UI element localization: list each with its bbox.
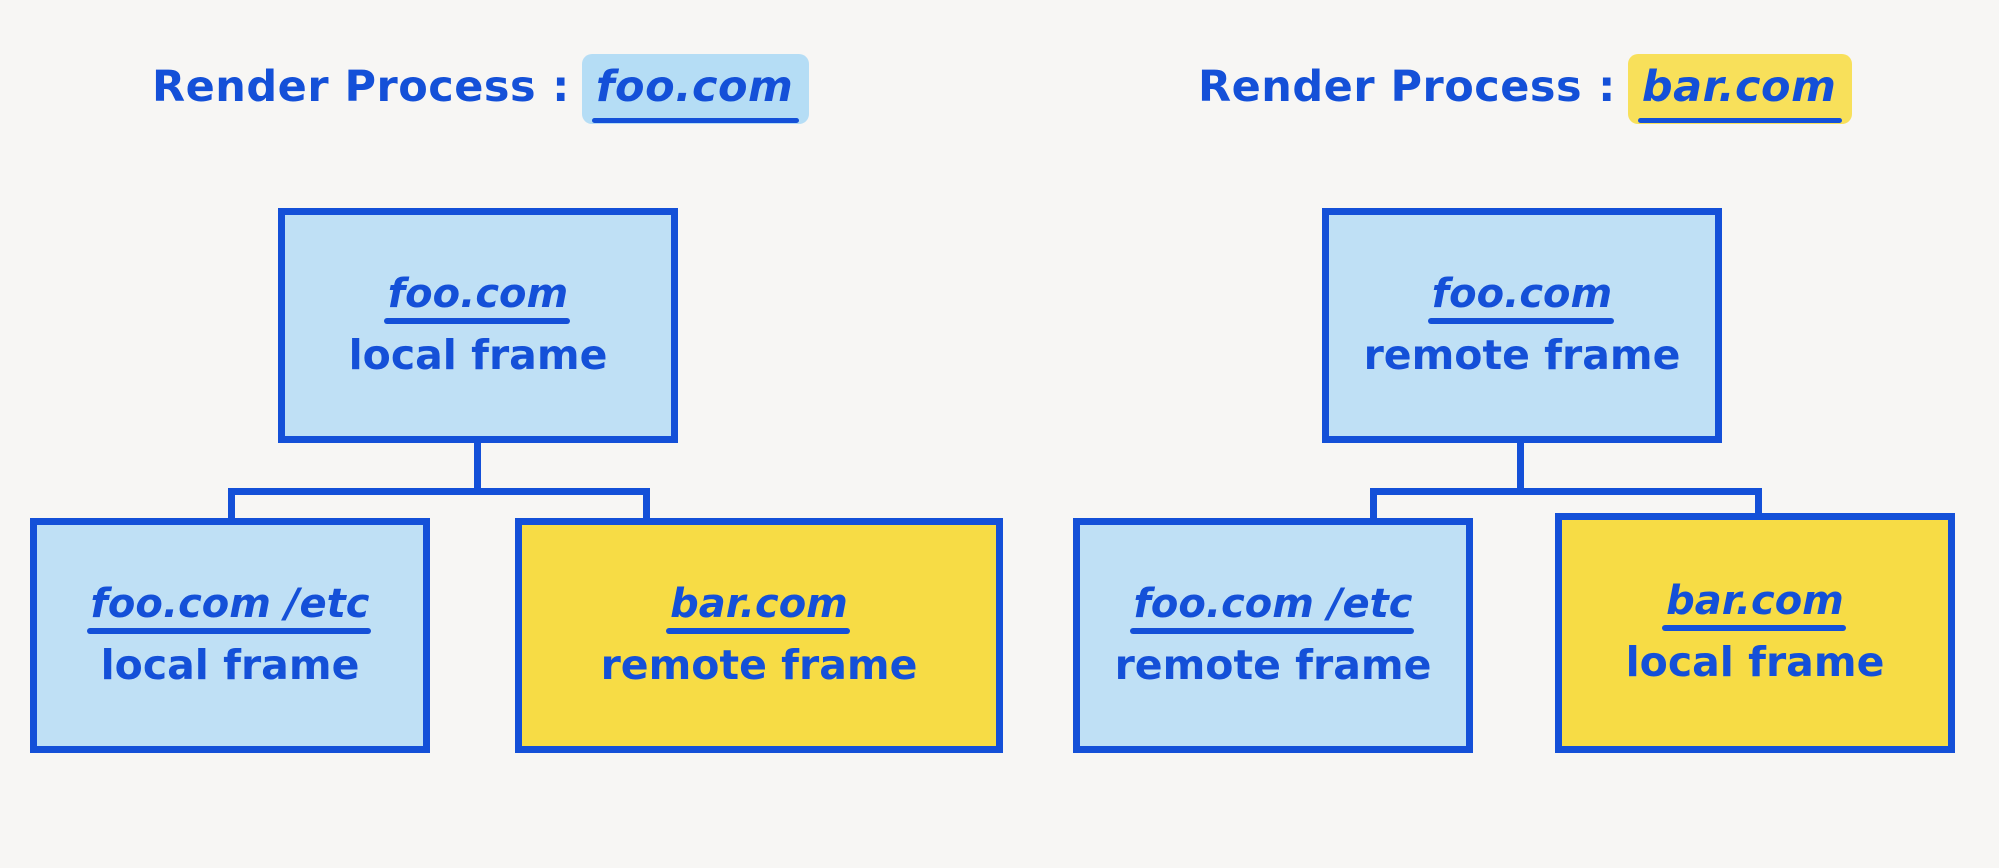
right-diagram-title: Render Process : bar.com xyxy=(1198,54,1852,124)
left-child-2-frame-box[interactable]: bar.com remote frame xyxy=(515,518,1003,753)
left-root-frame-box[interactable]: foo.com local frame xyxy=(278,208,678,443)
right-root-kind: remote frame xyxy=(1363,330,1681,379)
left-root-url: foo.com xyxy=(383,273,571,325)
left-connector-drop-1 xyxy=(228,488,235,524)
right-title-separator: : xyxy=(1598,62,1616,112)
left-child-2-url: bar.com xyxy=(666,583,850,635)
left-title-origin: foo.com xyxy=(581,54,810,124)
left-child-1-frame-box[interactable]: foo.com /etc local frame xyxy=(30,518,430,753)
right-child-2-url: bar.com xyxy=(1662,580,1846,632)
left-child-1-kind: local frame xyxy=(100,640,360,689)
right-child-1-frame-box[interactable]: foo.com /etc remote frame xyxy=(1073,518,1473,753)
left-child-1-url: foo.com /etc xyxy=(86,583,372,635)
right-child-2-frame-box[interactable]: bar.com local frame xyxy=(1555,513,1955,753)
right-child-2-kind: local frame xyxy=(1625,638,1885,687)
right-title-label: Render Process xyxy=(1198,62,1583,112)
right-child-1-kind: remote frame xyxy=(1114,640,1432,689)
right-connector-bar xyxy=(1370,488,1762,495)
left-connector-stem xyxy=(474,437,481,494)
right-connector-drop-2 xyxy=(1755,488,1762,524)
left-child-2-kind: remote frame xyxy=(600,640,918,689)
left-connector-bar xyxy=(228,488,650,495)
right-child-1-url: foo.com /etc xyxy=(1129,583,1415,635)
right-connector-stem xyxy=(1517,437,1524,494)
right-root-url: foo.com xyxy=(1427,273,1615,325)
right-connector-drop-1 xyxy=(1370,488,1377,524)
left-title-label: Render Process xyxy=(152,62,537,112)
left-connector-drop-2 xyxy=(643,488,650,524)
left-title-separator: : xyxy=(552,62,570,112)
left-root-kind: local frame xyxy=(348,330,608,379)
right-title-origin: bar.com xyxy=(1627,54,1852,124)
left-diagram-title: Render Process : foo.com xyxy=(152,54,810,124)
right-root-frame-box[interactable]: foo.com remote frame xyxy=(1322,208,1722,443)
